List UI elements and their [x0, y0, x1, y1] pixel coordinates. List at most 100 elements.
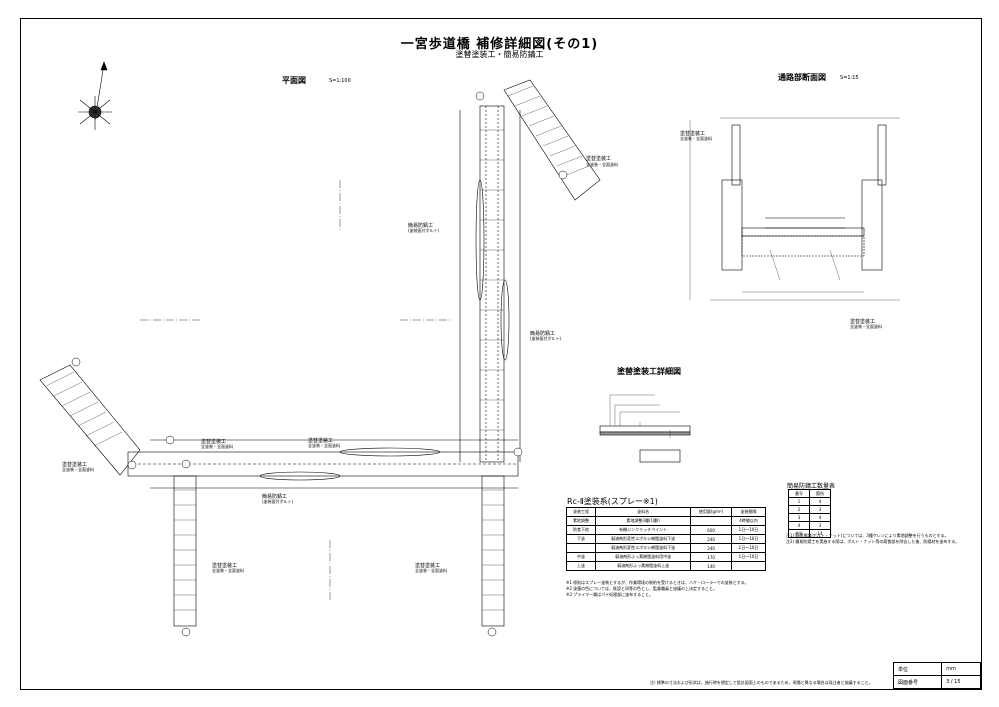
footer-note: 注) 標準の寸法および形状は、施行時を想定して設計図面上のものであるため、現場と…: [650, 680, 873, 685]
note-line: ※3 プライマー類はパテ処理部に塗布すること。: [566, 592, 654, 597]
label-repaint-scope-8: 全塗装・全面塗料: [850, 324, 882, 329]
north-arrow-icon: [78, 61, 112, 130]
plan-stair-lower-right: [481, 475, 505, 627]
plan-view-scale: S=1:100: [329, 78, 351, 84]
note-line: ※2 塗膜の色については、既設と同等の色とし、監督職員と協議の上決定すること。: [566, 586, 717, 591]
table-cell: 1日～10日: [730, 534, 767, 544]
paint-system-table: 塗装工程 塗料名 使用量(g/m²) 塗装間隔 素地調整 素地調整3種(1種Ⅰ)…: [566, 507, 767, 571]
table-cell: 3: [809, 521, 831, 530]
table-row: 素地調整 素地調整3種(1種Ⅰ) 4時間以内: [566, 516, 767, 526]
table-cell: 3: [809, 505, 831, 514]
label-repaint-scope-2: 全塗装・全面塗料: [201, 444, 233, 449]
table-row: 2 3: [788, 505, 831, 514]
paint-system-title: Rc-Ⅱ塗装系(スプレー※1): [567, 497, 658, 506]
drawing-subtitle: 塗替塗装工・簡易防錆工: [455, 50, 544, 59]
table-cell: [690, 516, 732, 526]
sheet-value: 3 / 15: [941, 675, 981, 689]
label-simple-rust-scope-1: (塗装面付ボルト): [408, 228, 440, 233]
label-simple-rust-scope-2: (塗装面付ボルト): [530, 336, 562, 341]
table-row: 弱溶剤形変性エポキシ樹脂塗料下塗 240 1日～10日: [566, 543, 767, 553]
table-row: 上塗 弱溶剤形ふっ素樹脂塗料上塗 140: [566, 561, 767, 571]
label-repaint-scope-3: 全塗装・全面塗料: [308, 443, 340, 448]
drawing-title: 一宮歩道橋 補修詳細図(その1): [400, 37, 599, 52]
label-repaint-8: 塗替塗装工: [850, 319, 876, 325]
label-repaint-scope-7: 全塗装・全面塗料: [680, 136, 712, 141]
table-header-cell: 番号: [788, 489, 810, 498]
table-header-cell: 塗装間隔: [730, 507, 767, 517]
table-cell: [730, 561, 767, 571]
label-simple-rust-3: 簡易防錆工: [262, 494, 288, 500]
section-view-drawing: [689, 117, 900, 301]
table-cell: 素地調整: [566, 516, 596, 526]
table-row: 中塗 弱溶剤形ふっ素樹脂塗料用中塗 170 1日～10日: [566, 552, 767, 562]
table-cell: 1日～10日: [730, 525, 767, 535]
table-cell: 4: [809, 513, 831, 522]
table-cell: 4: [788, 521, 810, 530]
table-row: 1 4: [788, 497, 831, 506]
label-repaint-3: 塗替塗装工: [308, 438, 334, 444]
label-repaint-5: 塗替塗装工: [212, 563, 238, 569]
plan-stair-left: [39, 364, 141, 476]
table-cell: 素地調整3種(1種Ⅰ): [594, 516, 692, 526]
label-repaint-4: 塗替塗装工: [62, 462, 88, 468]
table-cell: 170: [690, 552, 732, 562]
table-header-row: 番号 箇所: [788, 489, 831, 498]
table-cell: 1: [788, 497, 810, 506]
table-cell: 140: [690, 561, 732, 571]
note-line: 注2) 簡易防錆工を実施する際は、ボルト・ナット等の腐食部を除去した後、防錆材を…: [786, 539, 960, 544]
plan-view-title: 平面図: [282, 76, 306, 85]
table-cell: 4時間以内: [730, 516, 767, 526]
rust-quantity-table: 番号 箇所 1 4 2 3 3 4 4 3 合計 14: [788, 489, 831, 538]
table-cell: [566, 543, 596, 553]
table-row: 3 4: [788, 513, 831, 522]
table-cell: 有機ジンクリッチペイント: [594, 525, 692, 535]
table-row: 4 3: [788, 521, 831, 530]
paint-system-notes: ※1 原則はスプレー塗装とするが、作業環境の制約を受けるときは、ハケ・ローラーで…: [566, 580, 786, 598]
coating-detail-title: 塗替塗装工詳細図: [617, 367, 681, 376]
label-repaint-2: 塗替塗装工: [201, 439, 227, 445]
section-view-scale: S=1:15: [840, 75, 859, 81]
table-cell: 240: [690, 534, 732, 544]
unit-label: 単位: [892, 662, 943, 676]
table-cell: 1日～10日: [730, 543, 767, 553]
table-row: 下塗 弱溶剤形変性エポキシ樹脂塗料下塗 240 1日～10日: [566, 534, 767, 544]
label-repaint-scope-6: 全塗装・全面塗料: [415, 568, 447, 573]
label-repaint-scope-5: 全塗装・全面塗料: [212, 568, 244, 573]
label-repaint-7: 塗替塗装工: [680, 131, 706, 137]
table-cell: 1日～10日: [730, 552, 767, 562]
table-cell: 弱溶剤形変性エポキシ樹脂塗料下塗: [594, 543, 692, 553]
plan-stair-upper: [503, 79, 601, 201]
table-header-cell: 塗料名: [594, 507, 692, 517]
title-block: 単位 mm 図面番号 3 / 15: [892, 662, 981, 689]
label-simple-rust-1: 簡易防錆工: [408, 223, 434, 229]
coating-detail-drawing: [599, 394, 691, 463]
table-cell: 上塗: [566, 561, 596, 571]
plan-stair-lower-left: [173, 475, 197, 627]
table-row: 合計 14: [788, 529, 831, 538]
table-cell: 3: [788, 513, 810, 522]
table-cell: 中塗: [566, 552, 596, 562]
table-header-row: 塗装工程 塗料名 使用量(g/m²) 塗装間隔: [566, 507, 767, 517]
table-cell: 弱溶剤形変性エポキシ樹脂塗料下塗: [594, 534, 692, 544]
rust-quantity-title: 簡易防錆工数量表: [787, 483, 836, 490]
table-cell: 600: [690, 525, 732, 535]
note-line: 注1) 既設標識(ボルト・ナット)については、3種ケレンにより素地調整を行うもの…: [786, 533, 949, 538]
label-repaint-6: 塗替塗装工: [415, 563, 441, 569]
rust-quantity-notes: 注1) 既設標識(ボルト・ナット)については、3種ケレンにより素地調整を行うもの…: [786, 533, 966, 545]
table-cell: 防食下地: [566, 525, 596, 535]
table-cell: 弱溶剤形ふっ素樹脂塗料上塗: [594, 561, 692, 571]
table-cell: 弱溶剤形ふっ素樹脂塗料用中塗: [594, 552, 692, 562]
note-line: ※1 原則はスプレー塗装とするが、作業環境の制約を受けるときは、ハケ・ローラーで…: [566, 580, 749, 585]
section-view-title: 通路部断面図: [778, 73, 826, 82]
table-cell: 2: [788, 505, 810, 514]
table-cell: 14: [809, 529, 831, 538]
table-row: 防食下地 有機ジンクリッチペイント 600 1日～10日: [566, 525, 767, 535]
drawing-frame: [20, 18, 982, 690]
label-repaint-1: 塗替塗装工: [586, 156, 612, 162]
plan-tower-deck: [479, 105, 505, 463]
table-cell: 240: [690, 543, 732, 553]
label-simple-rust-scope-3: (塗装面付ボルト): [262, 499, 294, 504]
label-repaint-scope-1: 全塗装・全面塗料: [586, 162, 618, 167]
